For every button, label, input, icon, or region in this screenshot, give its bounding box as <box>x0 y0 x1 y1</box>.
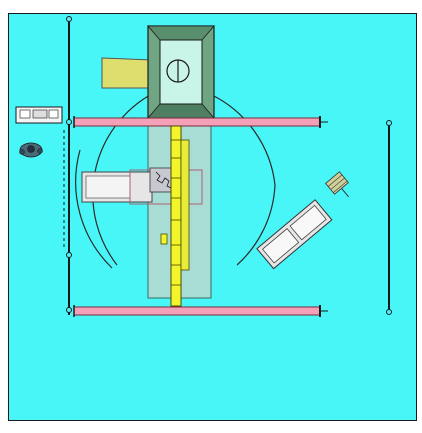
upper-rail[interactable] <box>73 117 321 127</box>
boom-arm <box>101 57 153 89</box>
swing-arc-right <box>211 94 276 266</box>
cab-bevel <box>147 25 215 41</box>
left-track-end-top <box>66 16 72 22</box>
left-track-node-1 <box>66 119 72 125</box>
mast-rungs <box>171 139 181 286</box>
workpiece-panel-inner <box>85 175 131 199</box>
tilted-grill-icon <box>325 171 349 198</box>
swing-arc-left-outer <box>75 149 113 269</box>
yellow-mast[interactable] <box>170 125 182 307</box>
control-box-icon[interactable] <box>15 106 63 124</box>
left-track-node-3 <box>66 307 72 313</box>
mast-bracket-small <box>160 233 168 245</box>
right-track-end-top <box>386 120 392 126</box>
lower-rail[interactable] <box>73 306 321 316</box>
left-track-node-2 <box>66 252 72 258</box>
mast-side-rail <box>180 139 190 271</box>
fixture-tooling <box>155 171 172 189</box>
operator-icon <box>19 142 43 158</box>
tilted-conveyor[interactable] <box>256 199 333 270</box>
cab-bevel-bottom <box>147 103 215 119</box>
right-track-end-bottom <box>386 309 392 315</box>
